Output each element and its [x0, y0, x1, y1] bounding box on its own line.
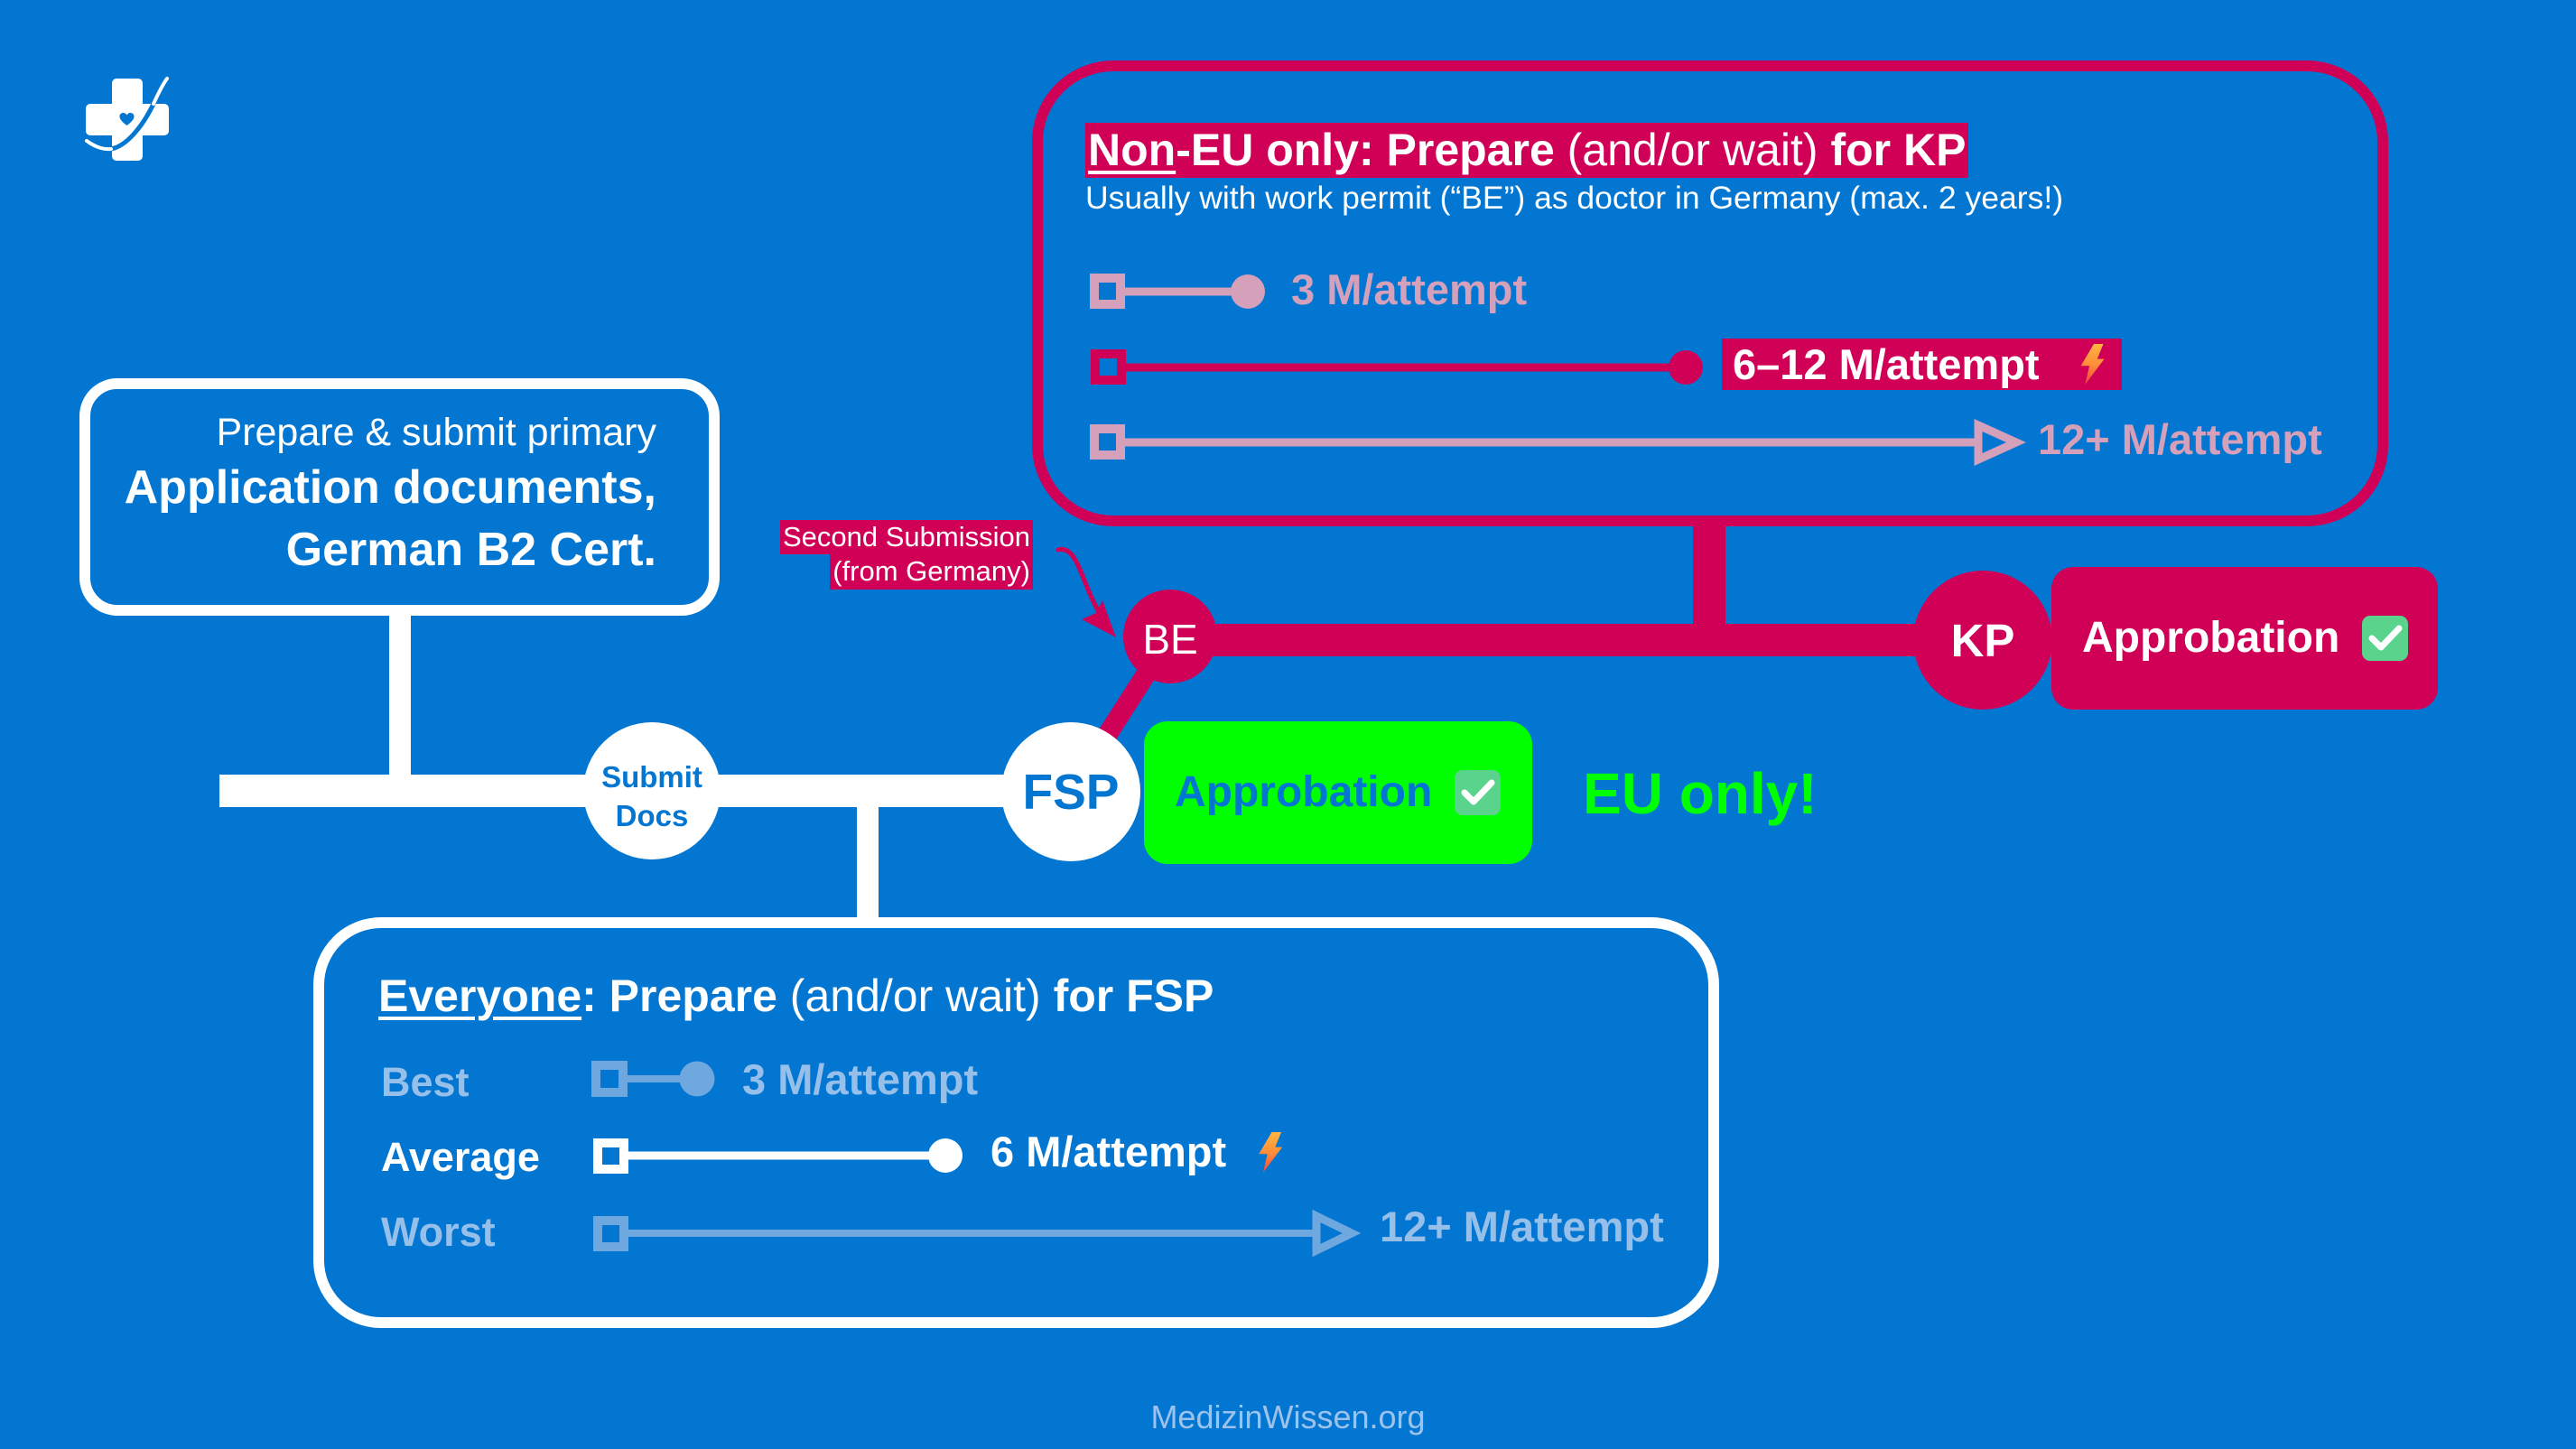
- second-submission-label-line-2: (from Germany): [830, 554, 1033, 590]
- fsp-title-bold-end: for FSP: [1040, 971, 1214, 1021]
- fsp-preparation-box: [313, 917, 1719, 1328]
- fsp-title-underlined-part: Everyone: [378, 971, 582, 1021]
- end-dot-icon: [928, 1138, 963, 1173]
- fsp-box-title: Everyone: Prepare (and/or wait) for FSP: [378, 973, 1214, 1018]
- kp-node-label: KP: [1950, 614, 2015, 666]
- start-box-heading-line-2: German B2 Cert.: [285, 524, 656, 576]
- fsp-row-worst-timeline: [593, 1209, 1362, 1258]
- second-submission-label-line-1: Second Submission: [780, 520, 1033, 554]
- fsp-row-worst-label: Worst: [381, 1209, 496, 1255]
- eu-only-note: EU only!: [1583, 761, 1818, 826]
- logo-orbit-tail-left: [85, 139, 113, 152]
- kp-row-3-duration: 12+ M/attempt: [2038, 415, 2322, 463]
- eu-approbation-badge: Approbation: [1144, 721, 1532, 864]
- kp-row-1-timeline: [1090, 274, 1265, 309]
- kp-title-bold-end: for KP: [1818, 125, 1967, 175]
- kp-box-subtitle: Usually with work permit (“BE”) as docto…: [1085, 180, 2064, 216]
- fsp-title-regular-part: (and/or wait): [777, 971, 1041, 1021]
- second-submission-arrow-shaft: [1056, 547, 1101, 613]
- be-node-label: BE: [1142, 616, 1198, 663]
- fsp-row-average-duration-group: 6 M/attempt: [990, 1128, 1283, 1175]
- check-mark-button-icon: [2362, 616, 2409, 661]
- eu-approbation-label: Approbation: [1175, 768, 1433, 816]
- fsp-row-average-label: Average: [381, 1134, 540, 1180]
- end-arrow-icon: [1974, 419, 2026, 466]
- logo-orbit-cut: [108, 101, 156, 152]
- non-eu-timeline-bar: [1170, 624, 1983, 656]
- lightning-icon: [2080, 344, 2105, 385]
- kp-preparation-box: [1032, 60, 2388, 526]
- connector-main-timeline-to-fsp-box: [857, 794, 879, 923]
- check-mark-button-icon: [1455, 770, 1502, 815]
- kp-node: KP: [1913, 571, 2052, 710]
- kp-row-2-timeline: [1091, 349, 1703, 385]
- logo-orbit-tail-right: [152, 77, 169, 106]
- start-square-icon: [593, 1138, 628, 1174]
- non-eu-approbation-badge: Approbation: [2051, 567, 2438, 710]
- be-node: BE: [1123, 590, 1217, 683]
- submit-docs-label-line-1: Submit: [601, 760, 702, 794]
- start-box-heading-line-1: Application documents,: [124, 461, 656, 514]
- kp-box-title: Non-EU only: Prepare (and/or wait) for K…: [1085, 123, 1969, 178]
- start-step-box: [79, 378, 720, 616]
- submit-docs-node: Submit Docs: [583, 722, 721, 859]
- kp-box-timelines: [1090, 274, 2026, 466]
- kp-title-regular-part: (and/or wait): [1554, 125, 1818, 175]
- logo-heart-icon: [119, 113, 135, 125]
- fsp-title-bold-part: : Prepare: [581, 971, 777, 1021]
- footer-website: MedizinWissen.org: [1150, 1398, 1426, 1435]
- fsp-box-timelines: [591, 1061, 1362, 1258]
- fsp-node-label: FSP: [1022, 763, 1120, 820]
- non-eu-approbation-label: Approbation: [2082, 614, 2340, 662]
- kp-row-1-duration: 3 M/attempt: [1291, 265, 1528, 313]
- fsp-row-best-timeline: [591, 1061, 715, 1097]
- kp-title-bold-part: -EU only: Prepare: [1176, 125, 1555, 175]
- end-dot-icon: [1669, 350, 1703, 385]
- connector-kp-box-to-non-eu-timeline: [1693, 520, 1725, 637]
- second-submission-arrowhead-icon: [1082, 600, 1116, 637]
- end-dot-icon: [679, 1061, 715, 1097]
- fsp-row-average-duration: 6 M/attempt: [990, 1128, 1227, 1175]
- check-icon-mark: [1461, 779, 1495, 805]
- start-square-icon: [1090, 274, 1125, 309]
- end-arrow-icon: [1312, 1209, 1362, 1258]
- start-square-icon: [1091, 349, 1126, 385]
- fsp-row-worst-duration: 12+ M/attempt: [1380, 1203, 1664, 1250]
- submit-docs-label-line-2: Docs: [615, 799, 689, 832]
- connector-start-box-to-main-timeline: [389, 610, 411, 782]
- fsp-row-average-timeline: [593, 1138, 963, 1174]
- kp-row-2-duration-highlight: 6–12 M/attempt: [1722, 339, 2122, 390]
- logo-icon: [85, 77, 169, 161]
- fsp-row-best-label: Best: [381, 1059, 470, 1105]
- start-square-icon: [591, 1061, 628, 1097]
- fsp-node: FSP: [1001, 722, 1140, 861]
- end-dot-icon: [1231, 274, 1265, 309]
- start-square-icon: [593, 1216, 628, 1251]
- kp-title-underlined-part: Non: [1088, 125, 1176, 175]
- fsp-row-best-duration: 3 M/attempt: [742, 1055, 979, 1103]
- start-box-intro: Prepare & submit primary: [216, 411, 657, 454]
- kp-row-2-duration: 6–12 M/attempt: [1733, 340, 2040, 388]
- check-icon-mark: [2368, 625, 2403, 651]
- lightning-icon: [1259, 1132, 1283, 1173]
